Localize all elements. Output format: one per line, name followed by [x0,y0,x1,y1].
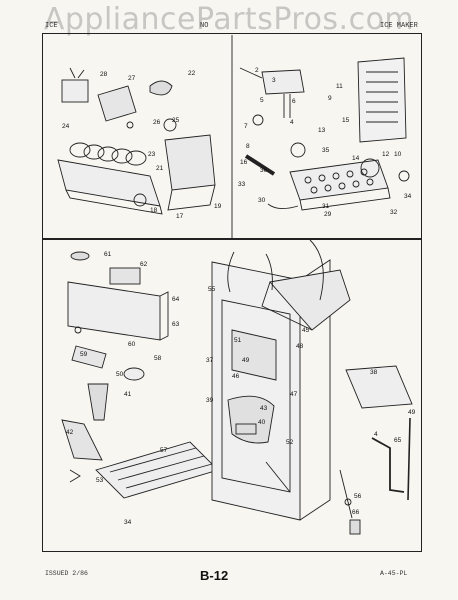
callout-32: 32 [390,209,398,216]
callout-29: 29 [324,211,332,218]
ice-tray [289,159,391,211]
page-number: B-12 [200,568,229,583]
callout-13: 13 [318,127,326,134]
ice-chute [261,269,351,331]
callout-19: 19 [214,203,222,210]
callout-43: 43 [260,405,268,412]
callout-55: 55 [208,286,216,293]
callout-50: 50 [116,371,124,378]
callout-31: 31 [322,203,330,210]
callout-5: 5 [260,97,264,104]
callout-14: 14 [352,155,360,162]
bottom-panel-frame [42,239,422,552]
callout-9: 9 [328,95,332,102]
callout-49b: 49 [408,409,416,416]
callout-52: 52 [286,439,294,446]
callout-51: 51 [234,337,242,344]
callout-61: 61 [104,251,112,258]
top-panel-frame [42,33,422,239]
callout-4: 4 [374,431,378,438]
drip-tray-grille [95,441,219,499]
callout-24: 24 [62,123,70,130]
callout-26: 26 [153,119,161,126]
callout-28: 28 [100,71,108,78]
water-tubes [227,239,324,301]
callout-34: 34 [404,193,412,200]
callout-16: 16 [240,159,248,166]
callout-10: 10 [394,151,402,158]
callout-4: 4 [290,119,294,126]
callout-48: 48 [296,343,304,350]
callout-27: 27 [128,75,136,82]
callout-65: 65 [394,437,402,444]
header-left: ICE [45,22,58,30]
callout-56: 56 [354,493,362,500]
callout-11: 11 [336,83,343,90]
callout-63: 63 [172,321,180,328]
ejector-blade [149,80,173,96]
rod [407,417,411,501]
callout-15: 15 [342,117,350,124]
actuator-paddles [61,383,109,461]
callout-46: 46 [232,373,240,380]
callout-42: 42 [66,429,74,436]
heater-element [357,57,407,143]
callout-17: 17 [176,213,184,220]
header-right: ICE MAKER [380,22,418,30]
callout-25: 25 [172,117,180,124]
bent-tube [371,437,405,493]
callout-30: 30 [258,197,266,204]
callout-2: 2 [255,67,259,74]
callout-34: 34 [124,519,132,526]
dispenser-grid-plate [345,365,413,409]
callout-47: 47 [290,391,298,398]
thermostat [70,251,90,261]
callout-8: 8 [246,143,250,150]
water-valve [239,67,305,118]
callout-49: 49 [242,357,250,364]
callout-7: 7 [244,123,248,130]
module-cover [97,85,137,122]
callout-59: 59 [80,351,88,358]
footer-code: A-45-PL [380,570,408,577]
callout-45: 45 [302,327,310,334]
dispenser-housing [211,259,331,521]
callout-66: 66 [352,509,360,516]
callout-18: 18 [150,207,158,214]
callout-38: 38 [370,369,378,376]
callout-21: 21 [156,165,164,172]
callout-37: 37 [206,357,214,364]
callout-3: 3 [272,77,276,84]
callout-39: 39 [206,397,214,404]
callout-6: 6 [292,98,296,105]
callout-64: 64 [172,296,180,303]
callout-36: 36 [260,167,268,174]
fill-cup-bracket [164,134,216,211]
callout-57: 57 [160,447,168,454]
header-middle: NO [200,22,209,30]
watermark: AppliancePartsPros.com [43,2,415,37]
callout-33: 33 [238,181,246,188]
callout-40: 40 [258,419,266,426]
icemaker-motor [61,67,89,103]
callout-12: 12 [382,151,390,158]
callout-35: 35 [322,147,330,154]
callout-22: 22 [188,70,196,77]
callout-53: 53 [96,477,104,484]
heater-coil [69,142,147,166]
callout-60: 60 [128,341,136,348]
lamp-socket [71,345,145,381]
fill-tube [244,154,276,176]
water-fitting [339,469,361,535]
callout-62: 62 [140,261,148,268]
callout-23: 23 [148,151,156,158]
switch-bracket [67,267,169,341]
callout-58: 58 [154,355,162,362]
footer-issued: ISSUED 2/86 [45,570,88,577]
mold-tray [57,159,163,215]
callout-41: 41 [124,391,132,398]
